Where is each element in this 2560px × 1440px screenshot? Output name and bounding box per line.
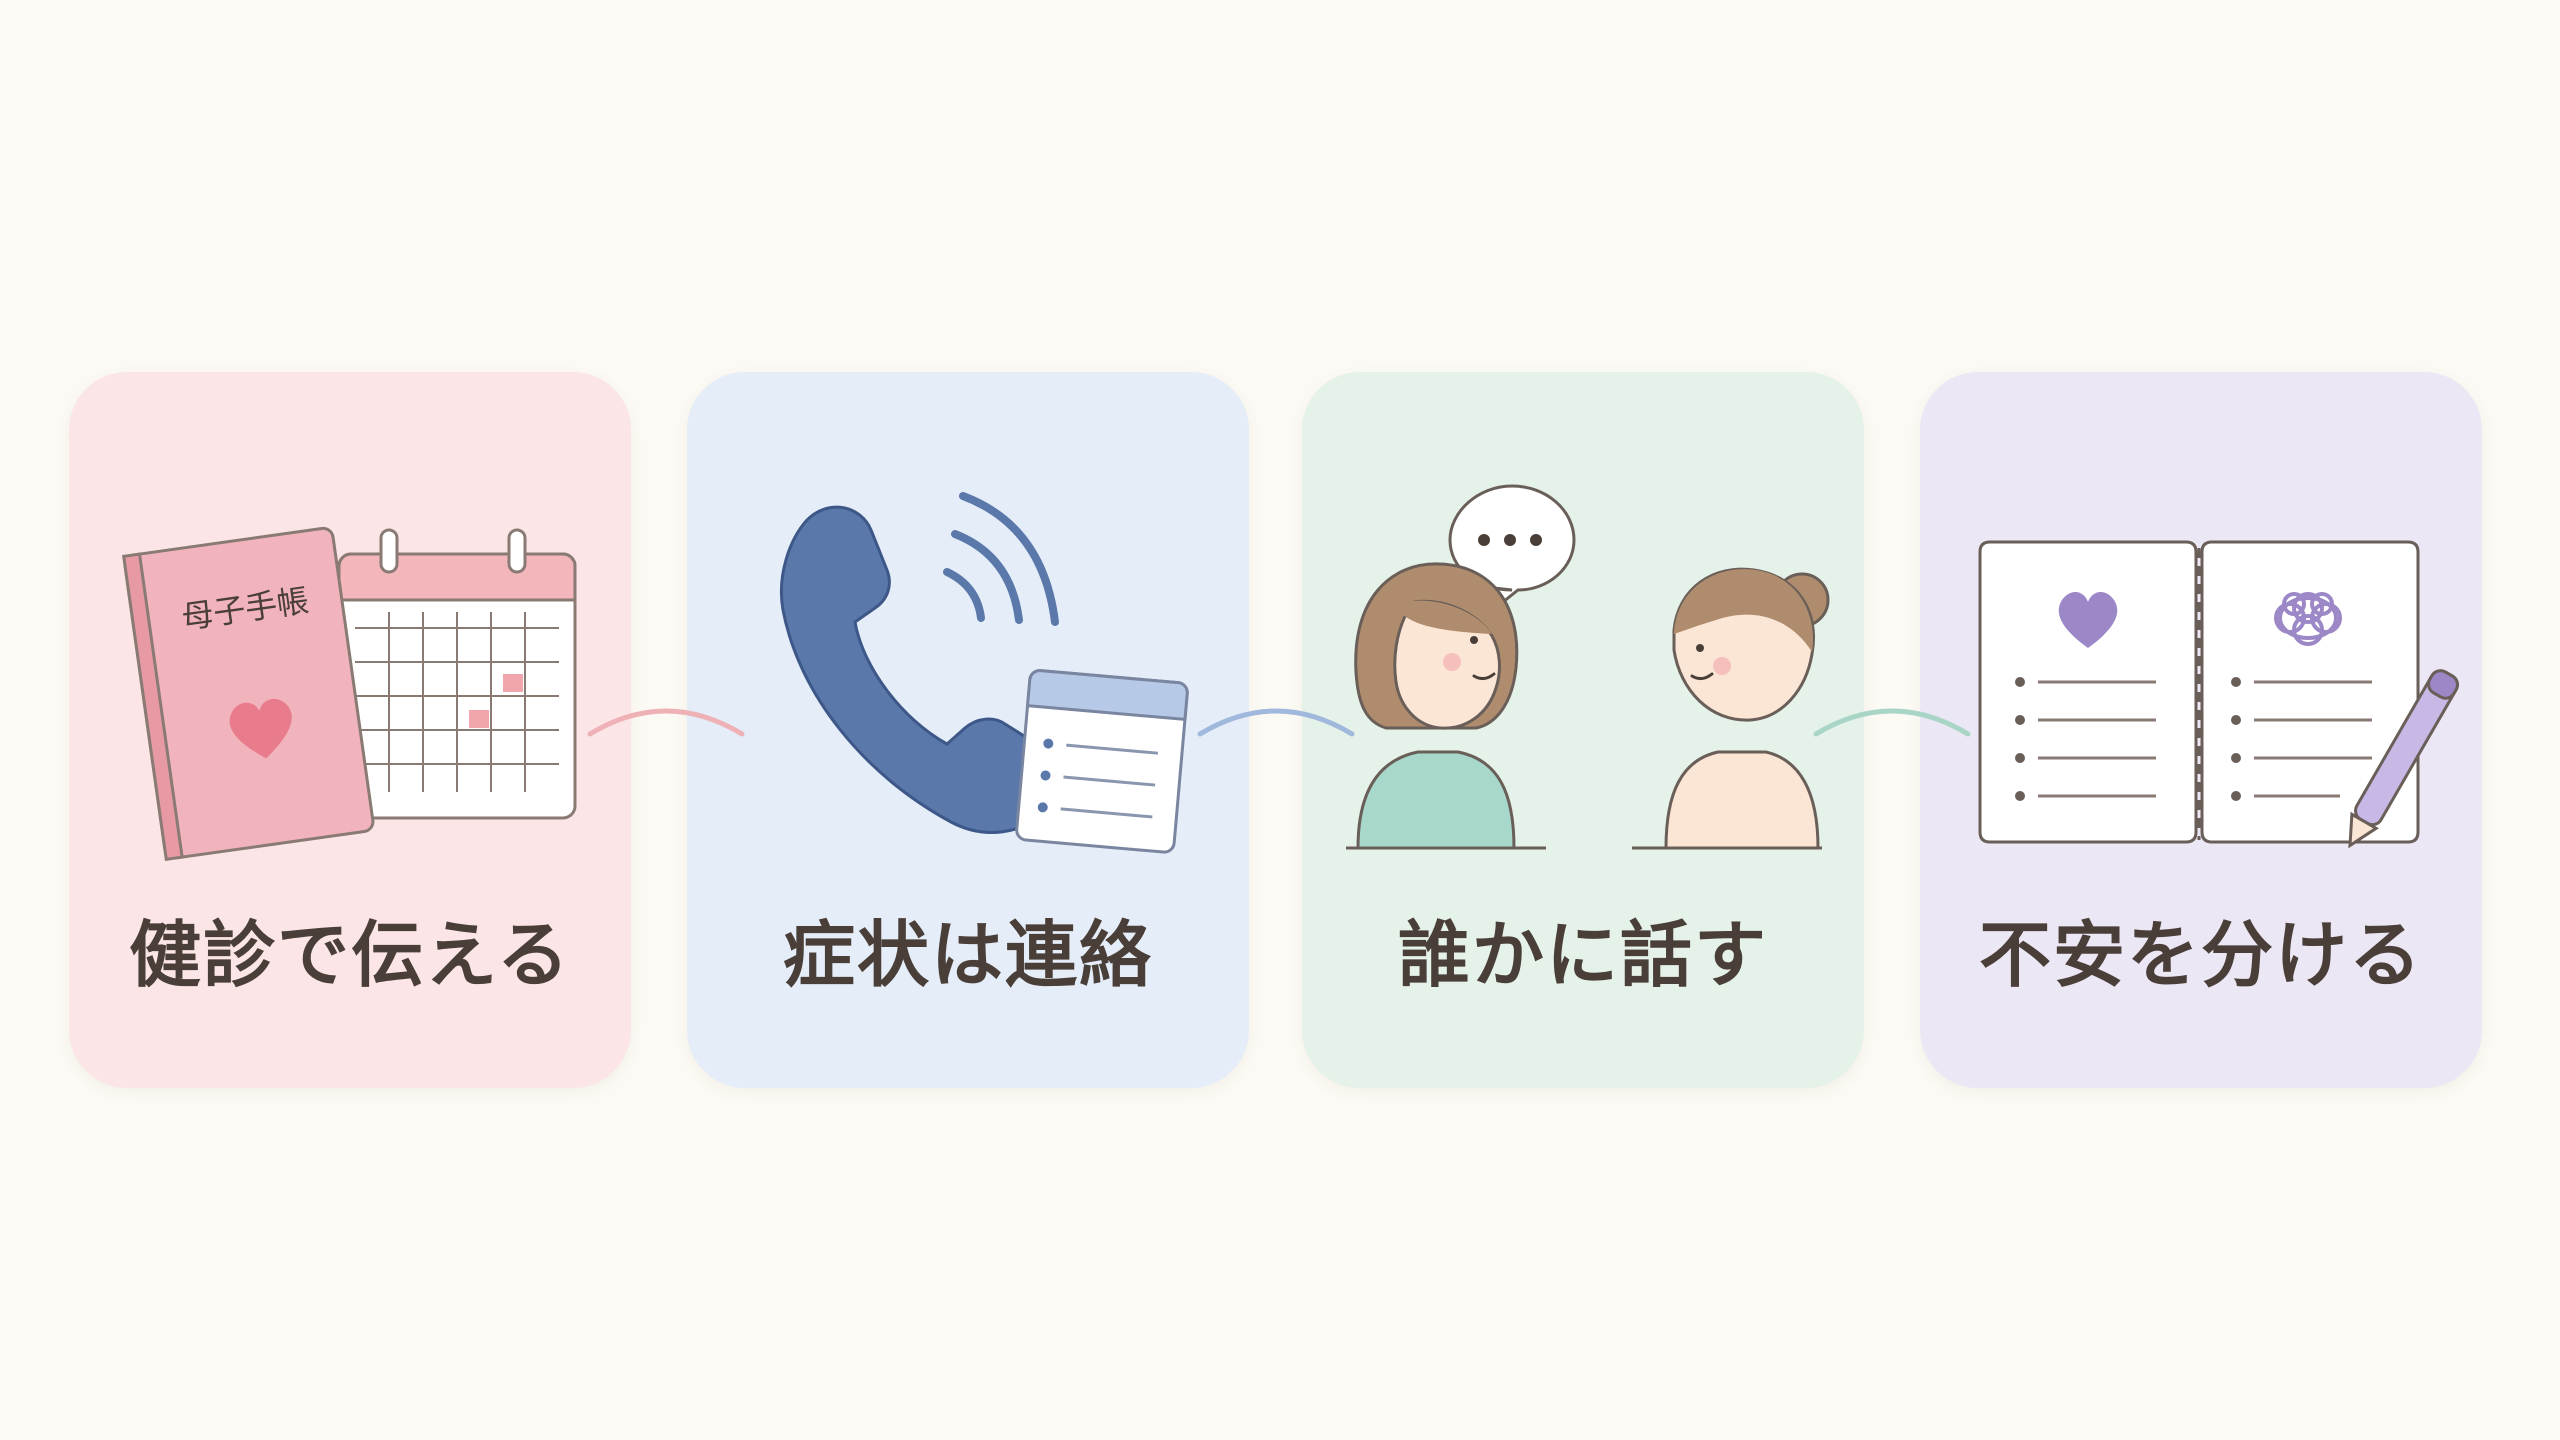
checkup-illustration: 母子手帳 xyxy=(121,526,577,862)
step-label: 症状は連絡 xyxy=(782,913,1153,997)
connector-arc xyxy=(1197,708,1355,737)
step-label: 健診で伝える xyxy=(129,913,571,997)
step-card-contact: 症状は連絡 xyxy=(687,372,1249,1088)
heart-icon xyxy=(2058,591,2118,648)
phone-icon xyxy=(779,505,1062,834)
scribble-icon xyxy=(2274,592,2342,646)
memo-list-icon xyxy=(1015,669,1189,854)
step-card-share: 不安を分ける xyxy=(1920,372,2482,1088)
connector-arc xyxy=(587,708,745,737)
contact-illustration xyxy=(779,492,1189,854)
pen-icon xyxy=(2348,669,2459,849)
handbook-icon: 母子手帳 xyxy=(121,526,375,862)
step-label: 誰かに話す xyxy=(1397,913,1768,997)
signal-waves-icon xyxy=(943,492,1059,626)
talk-illustration xyxy=(1346,484,1830,850)
open-notebook-icon xyxy=(1978,540,2420,844)
connector-arc xyxy=(1813,708,1971,737)
woman-talking-icon xyxy=(1346,562,1546,850)
woman-listening-icon xyxy=(1632,567,1830,850)
heart-icon xyxy=(229,698,292,759)
share-illustration xyxy=(1978,540,2459,849)
step-card-talk: 誰かに話す xyxy=(1302,372,1864,1088)
calendar-icon xyxy=(337,528,577,820)
step-card-checkup: 母子手帳 健診で伝える xyxy=(69,372,631,1088)
step-label: 不安を分ける xyxy=(1978,913,2423,997)
